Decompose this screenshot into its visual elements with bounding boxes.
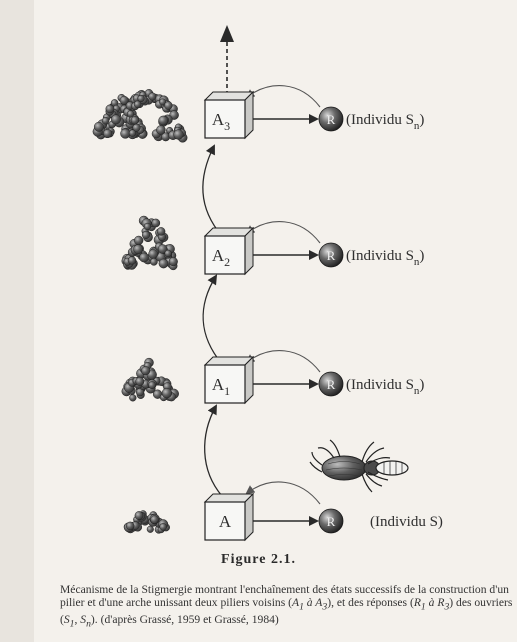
figure-label: Figure 2.1. bbox=[221, 552, 296, 567]
response-badge-label-3: R bbox=[327, 112, 336, 127]
state-box-0: A bbox=[203, 492, 255, 542]
feedback-arrow-r-to-a3 bbox=[245, 85, 321, 108]
state-box-3: A3 bbox=[203, 90, 255, 140]
transition-arrow-a2-to-a3 bbox=[202, 144, 223, 237]
state-label-0: A bbox=[219, 512, 232, 531]
figure-caption: Mécanisme de la Stigmergie montrant l'en… bbox=[60, 583, 513, 630]
response-1: R (Individu Sn) bbox=[318, 371, 424, 397]
feedback-arrow-r-to-a bbox=[245, 481, 321, 505]
individual-label-0: (Individu S) bbox=[370, 514, 443, 530]
transition-arrow-a-to-a1 bbox=[204, 404, 223, 497]
response-ball-0 bbox=[318, 508, 344, 534]
termite-illustration bbox=[309, 439, 409, 493]
individual-label-3: (Individu Sn) bbox=[346, 112, 424, 132]
response-badge-label-1: R bbox=[327, 377, 336, 392]
response-ball-2 bbox=[318, 242, 344, 268]
response-badge-label-0: R bbox=[327, 514, 336, 529]
response-ball-1 bbox=[318, 371, 344, 397]
response-3: R (Individu Sn) bbox=[318, 106, 424, 132]
individual-label-1: (Individu Sn) bbox=[346, 377, 424, 397]
page-edge-shadow bbox=[0, 0, 34, 642]
response-ball-3 bbox=[318, 106, 344, 132]
pellet-pillar-right bbox=[151, 114, 188, 143]
state-box-1: A1 bbox=[203, 355, 255, 405]
response-2: R (Individu Sn) bbox=[318, 242, 424, 268]
pellet-pile-medium bbox=[121, 357, 179, 402]
pellet-pillar-left bbox=[92, 93, 148, 140]
pellet-pile-small bbox=[123, 510, 170, 534]
transition-arrow-a1-to-a2 bbox=[202, 274, 223, 365]
pellet-pile-tall bbox=[121, 215, 178, 271]
response-0: R (Individu S) bbox=[318, 508, 443, 534]
state-box-2: A2 bbox=[203, 226, 255, 276]
response-badge-label-2: R bbox=[327, 248, 336, 263]
feedback-arrow-r-to-a1 bbox=[245, 350, 321, 373]
continuation-arrowhead bbox=[220, 25, 234, 42]
individual-label-2: (Individu Sn) bbox=[346, 248, 424, 268]
feedback-arrow-r-to-a2 bbox=[245, 221, 321, 244]
